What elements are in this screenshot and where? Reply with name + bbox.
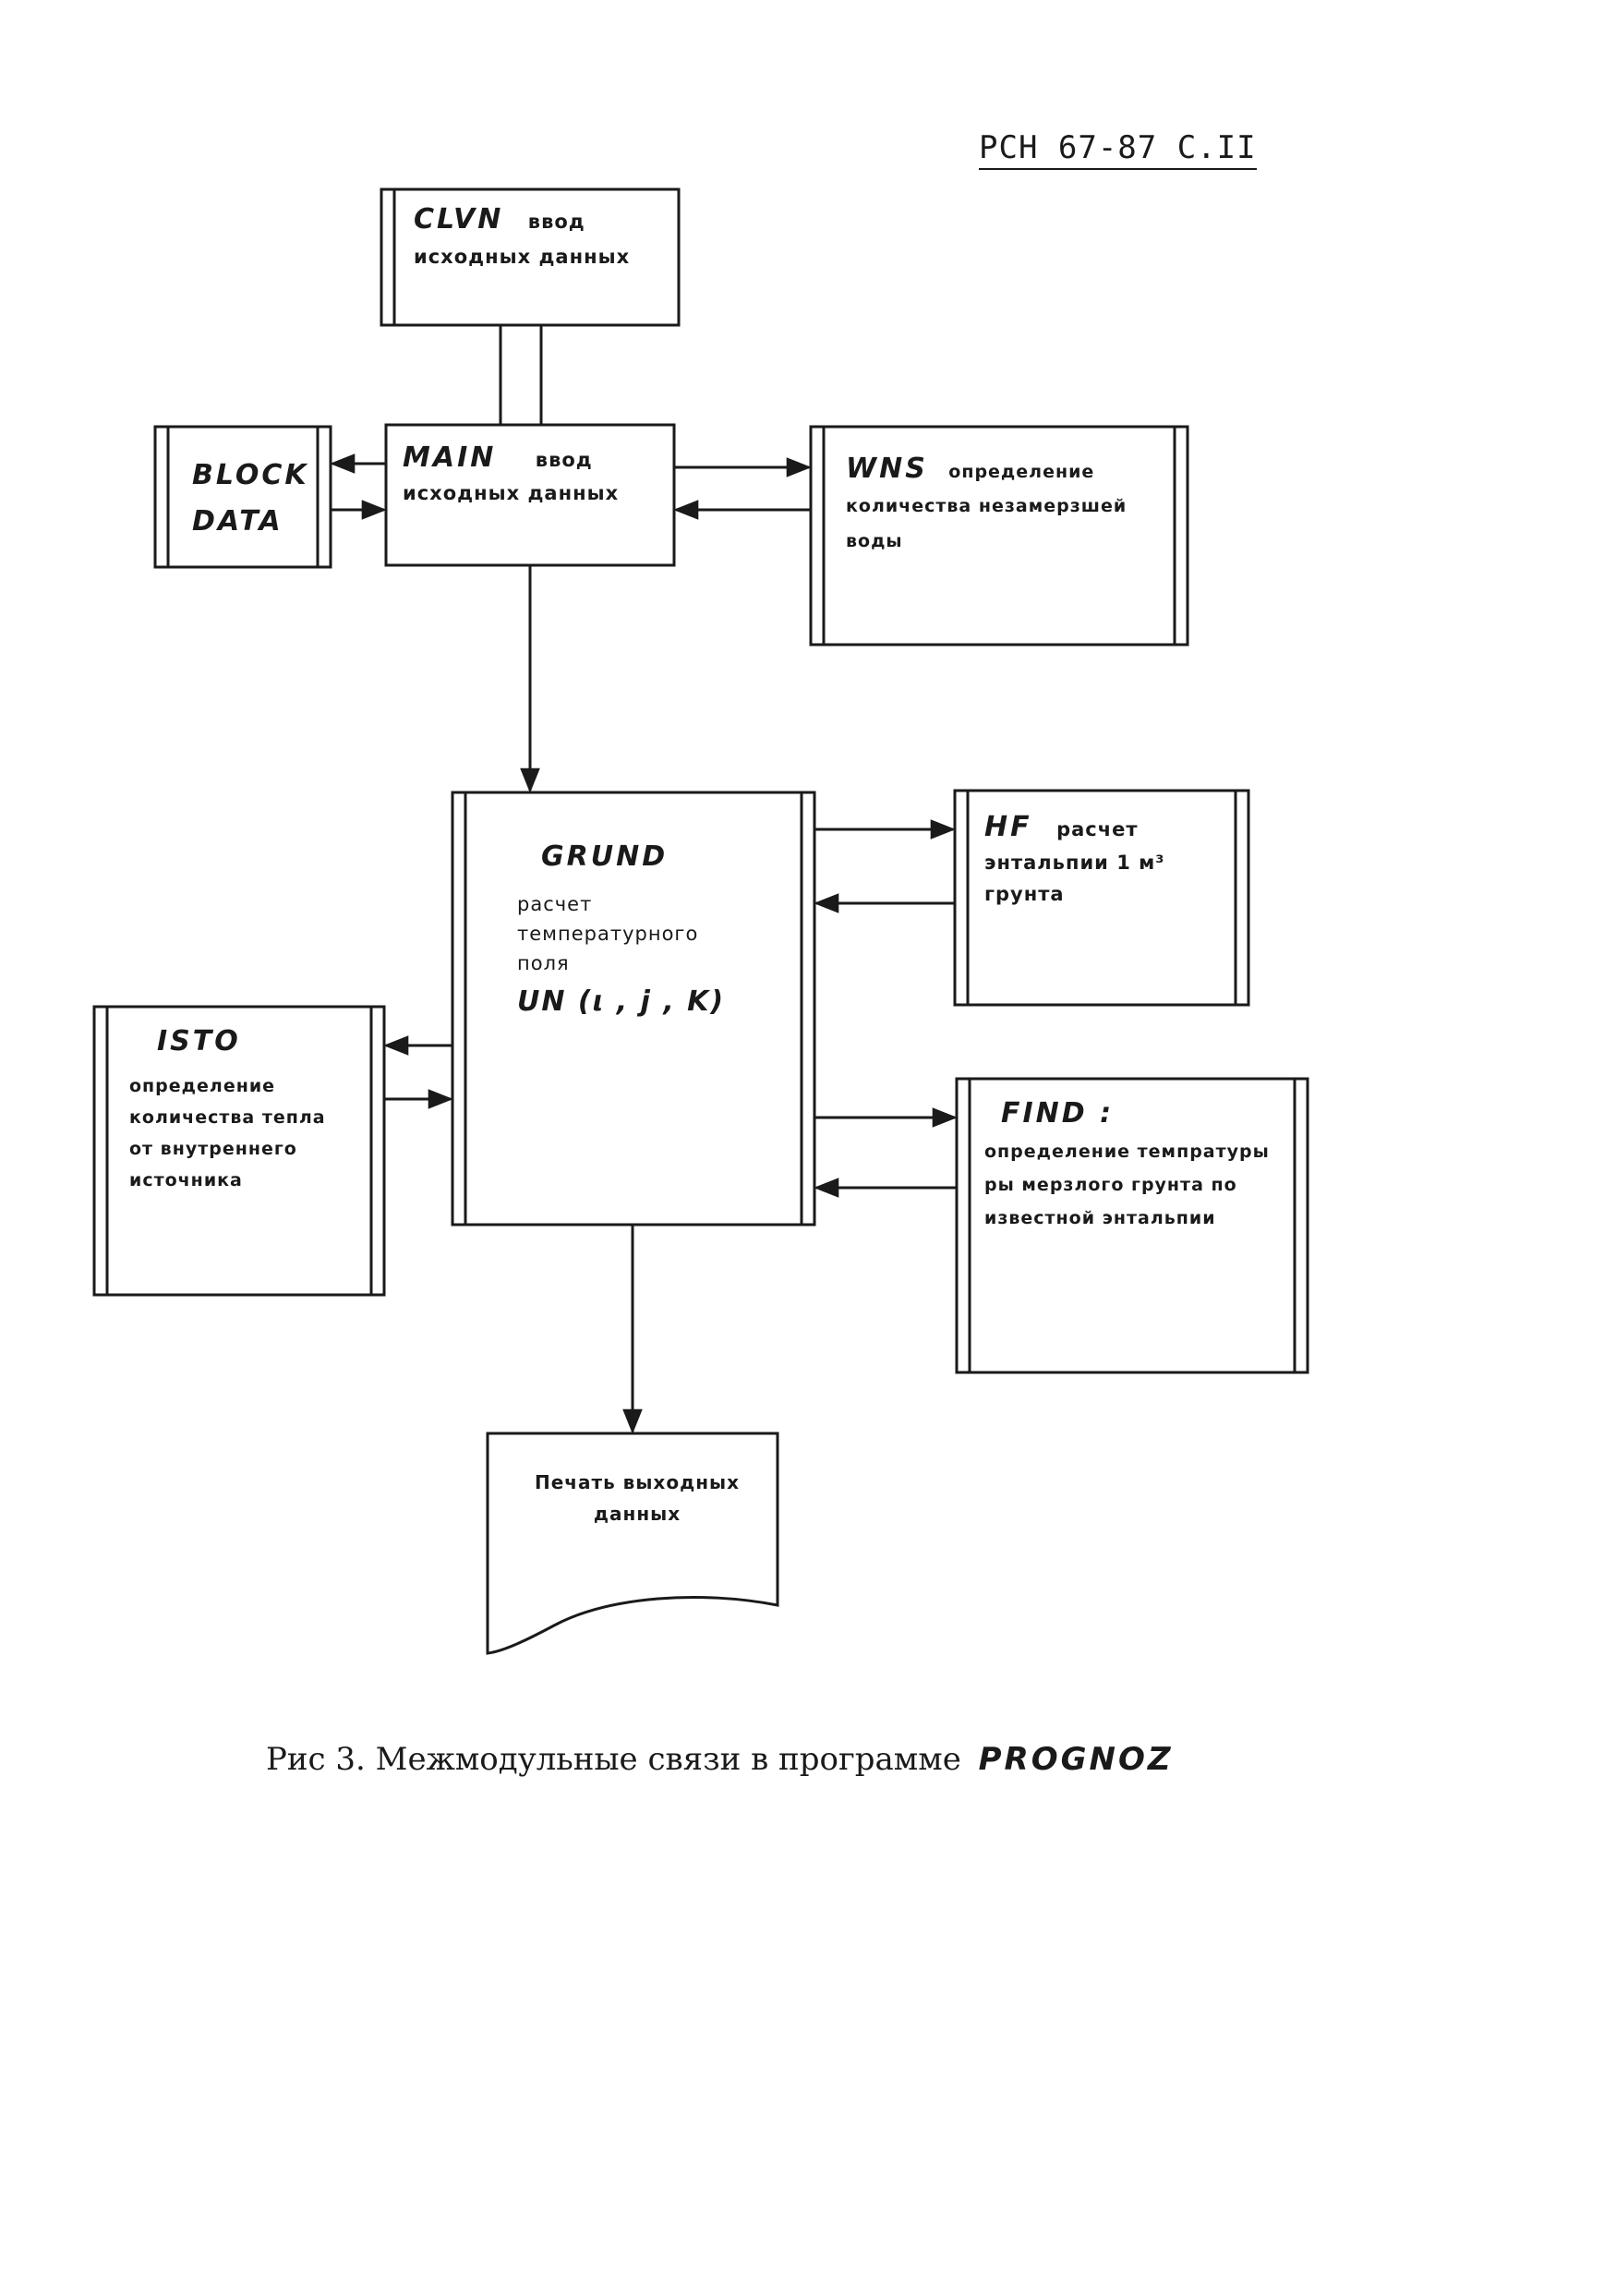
module-find-code: FIND :: [1001, 1097, 1115, 1130]
module-main: MAIN ввод исходных данных: [403, 441, 670, 509]
module-grund-line: расчет: [517, 893, 593, 915]
module-wns-desc: количества незамерзшей воды: [846, 489, 1178, 559]
module-wns-line: воды: [846, 531, 903, 551]
module-grund-formula: UN (ι , j , K): [517, 985, 726, 1018]
figure-caption-text: Рис 3. Межмодульные связи в программе: [266, 1741, 961, 1778]
module-isto: ISTO определение количества тепла от вну…: [129, 1025, 374, 1196]
module-isto-desc: определение количества тепла от внутренн…: [129, 1070, 374, 1196]
module-find-line: известной энтальпии: [984, 1208, 1216, 1228]
print-output: Печать выходных данных: [499, 1467, 776, 1529]
module-isto-line: от внутреннего: [129, 1139, 297, 1159]
document-reference: РСН 67-87 С.II: [979, 129, 1257, 170]
module-grund-line: поля: [517, 952, 570, 974]
module-isto-code: ISTO: [157, 1025, 241, 1057]
clvn-frame: [380, 187, 681, 327]
module-find-desc: определение темпратуры ры мерзлого грунт…: [984, 1135, 1298, 1235]
module-grund-line: температурного: [517, 923, 699, 945]
module-clvn-desc: исходных данных: [414, 241, 672, 272]
block-data-frame: [153, 425, 332, 569]
module-hf-desc: энтальпии 1 м³ грунта: [984, 847, 1234, 910]
module-isto-line: определение: [129, 1076, 276, 1096]
module-isto-line: количества тепла: [129, 1107, 326, 1128]
figure-caption: Рис 3. Межмодульные связи в программе PR…: [266, 1741, 1174, 1778]
module-grund-desc: расчет температурного поля: [517, 889, 794, 978]
module-grund-code: GRUND: [541, 840, 669, 873]
hf-frame: [953, 789, 1250, 1007]
wns-frame: [809, 425, 1189, 647]
module-isto-line: источника: [129, 1170, 243, 1190]
module-block-data-line: DATA: [192, 505, 283, 538]
module-clvn-line: исходных данных: [414, 246, 631, 268]
module-hf-line: энтальпии 1 м³: [984, 852, 1165, 874]
module-hf-code: HF: [984, 811, 1032, 843]
module-find-line: определение темпратуры: [984, 1142, 1270, 1162]
module-wns-word: определение: [948, 462, 1095, 482]
module-block-data: BLOCK DATA: [192, 453, 321, 545]
module-wns: WNS определение количества незамерзшей в…: [846, 453, 1178, 559]
module-hf-line: грунта: [984, 883, 1065, 905]
module-clvn-code: CLVN: [414, 203, 504, 236]
module-clvn-word: ввод: [527, 211, 585, 233]
print-output-line: данных: [593, 1503, 681, 1525]
module-wns-line: количества незамерзшей: [846, 496, 1128, 516]
module-main-line: исходных данных: [403, 482, 620, 504]
module-hf: HF расчет энтальпии 1 м³ грунта: [984, 811, 1234, 910]
isto-frame: [92, 1005, 386, 1297]
module-main-desc: исходных данных: [403, 477, 670, 509]
module-main-code: MAIN: [403, 441, 497, 474]
module-find: FIND : определение темпратуры ры мерзлог…: [984, 1097, 1298, 1235]
module-grund: GRUND расчет температурного поля UN (ι ,…: [517, 840, 794, 1018]
print-output-line: Печать выходных: [534, 1471, 741, 1493]
print-frame: [486, 1432, 779, 1655]
module-clvn: CLVN ввод исходных данных: [414, 203, 672, 272]
module-find-line: ры мерзлого грунта по: [984, 1175, 1237, 1195]
figure-caption-program: PROGNOZ: [978, 1741, 1174, 1778]
module-wns-code: WNS: [846, 453, 928, 485]
module-main-word: ввод: [535, 449, 593, 471]
module-hf-word: расчет: [1056, 818, 1139, 840]
find-frame: [955, 1077, 1309, 1374]
module-block-data-line: BLOCK: [192, 459, 309, 491]
print-output-desc: Печать выходных данных: [499, 1467, 776, 1529]
